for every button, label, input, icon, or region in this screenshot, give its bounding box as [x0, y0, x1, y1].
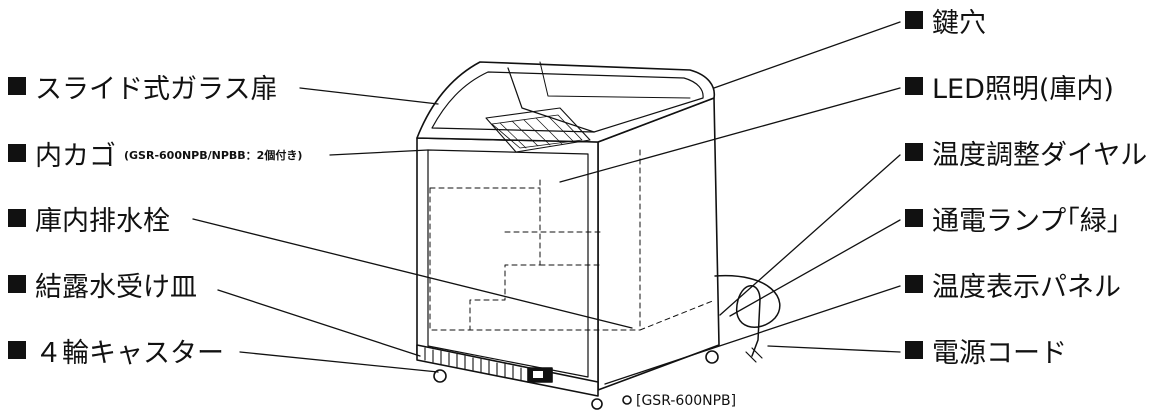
- leader-lines-right: [559, 21, 901, 385]
- label-drip-tray-text: 結露水受け皿: [35, 271, 197, 303]
- label-temp-panel: 温度表示パネル: [905, 266, 1121, 303]
- lid-back-frame: [539, 61, 691, 99]
- glass-lid: [416, 61, 716, 143]
- label-power-cord-text: 電源コード: [932, 337, 1067, 369]
- basket-grid: [499, 115, 575, 149]
- label-casters: ４輪キャスター: [8, 332, 224, 369]
- lid-inner-rim: [431, 71, 704, 133]
- label-inner-basket-text: 内カゴ: [35, 140, 116, 172]
- vent-slats: [424, 347, 522, 381]
- model-caption: [GSR-600NPB]: [636, 393, 737, 409]
- cabinet-side-panel: [597, 97, 720, 391]
- label-casters-text: ４輪キャスター: [35, 337, 224, 369]
- label-drip-tray: 結露水受け皿: [8, 266, 197, 303]
- label-temp-panel-text: 温度表示パネル: [932, 271, 1121, 303]
- basket-opening: [485, 107, 591, 153]
- label-glass-door-text: スライド式ガラス扉: [35, 73, 278, 105]
- label-drain-plug: 庫内排水栓: [8, 200, 170, 237]
- leader-lines-left: [192, 87, 633, 373]
- bullet-square-icon: [905, 275, 923, 293]
- bullet-square-icon: [8, 209, 26, 227]
- bullet-square-icon: [905, 143, 923, 161]
- bullet-square-icon: [8, 341, 26, 359]
- bullet-square-icon: [8, 144, 26, 162]
- lid-divider: [507, 67, 595, 133]
- label-keyhole: 鍵穴: [905, 2, 986, 39]
- label-power-lamp: 通電ランプ｢緑｣: [905, 200, 1121, 237]
- label-keyhole-text: 鍵穴: [932, 7, 986, 39]
- power-cord-coil: [714, 274, 781, 357]
- label-temp-dial: 温度調整ダイヤル: [905, 134, 1148, 171]
- label-inner-basket-note: (GSR-600NPB/NPBB：2個付き): [124, 149, 303, 162]
- label-temp-dial-text: 温度調整ダイヤル: [932, 139, 1148, 171]
- label-power-cord: 電源コード: [905, 332, 1067, 369]
- label-led-light-text: LED照明(庫内): [932, 73, 1114, 105]
- caster-wheels: [433, 350, 719, 410]
- bullet-square-icon: [8, 275, 26, 293]
- label-power-lamp-text: 通電ランプ｢緑｣: [932, 205, 1121, 237]
- label-inner-basket: 内カゴ (GSR-600NPB/NPBB：2個付き): [8, 135, 303, 172]
- label-glass-door: スライド式ガラス扉: [8, 68, 278, 105]
- bullet-square-icon: [905, 11, 923, 29]
- label-drain-plug-text: 庫内排水栓: [35, 205, 170, 237]
- inner-structure-dashed: [429, 149, 716, 331]
- bullet-square-icon: [8, 77, 26, 95]
- bullet-square-icon: [905, 77, 923, 95]
- bullet-square-icon: [905, 209, 923, 227]
- bullet-square-icon: [905, 341, 923, 359]
- label-led-light: LED照明(庫内): [905, 68, 1114, 105]
- front-inner-frame: [427, 149, 589, 378]
